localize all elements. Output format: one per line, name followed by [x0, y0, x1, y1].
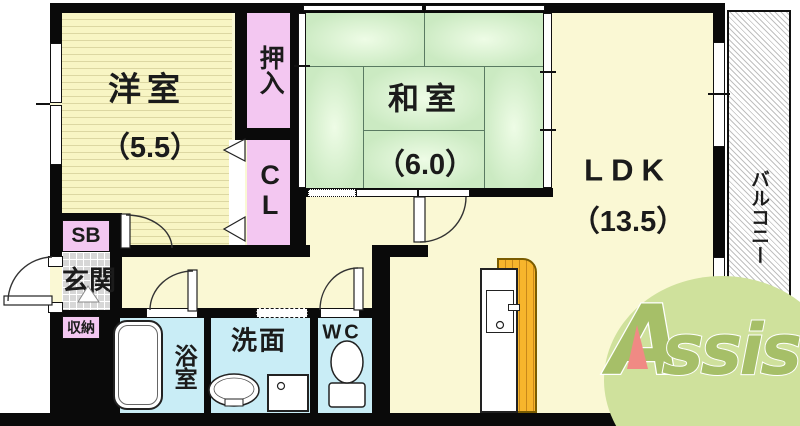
tatami-mat: [364, 67, 484, 130]
wall: [50, 13, 62, 43]
entrance-door-leaf: [3, 295, 53, 306]
tatami-mat: [425, 13, 543, 66]
wall: [204, 318, 211, 413]
wall: [50, 213, 122, 220]
western-room-area: （5.5）: [100, 131, 200, 164]
oshiire-label: 押入: [256, 45, 285, 95]
storage-box: [62, 316, 100, 339]
shoe-box: [62, 220, 110, 252]
entrance-label: 玄関: [62, 265, 116, 296]
wall: [117, 245, 310, 257]
window-tick: [36, 103, 50, 105]
sliding-panel: [356, 189, 418, 197]
tatami-mat: [306, 67, 363, 188]
wall: [0, 413, 800, 426]
window: [50, 105, 62, 165]
wc-label: WC: [322, 321, 362, 344]
window: [425, 5, 545, 11]
washroom-label: 洗面: [230, 325, 288, 356]
bathtub-inner: [118, 325, 158, 405]
wall: [235, 13, 247, 140]
wall: [247, 128, 292, 140]
door-opening: [146, 308, 198, 318]
wall: [50, 165, 62, 257]
window: [303, 5, 423, 11]
cl-closet: [247, 140, 292, 245]
wall: [290, 3, 298, 188]
sliding-door: [298, 13, 306, 188]
window-tick: [708, 305, 730, 307]
door-opening: [418, 189, 470, 197]
japanese-room-floor: [306, 13, 543, 188]
tatami-mat: [306, 13, 424, 66]
sliding-door-tick: [540, 129, 556, 131]
sliding-door: [543, 13, 552, 188]
door-threshold: [48, 256, 63, 267]
oshiire-closet: [247, 13, 292, 128]
window-tick: [708, 93, 730, 95]
wall: [372, 245, 390, 413]
bathroom-label: 浴室: [171, 344, 198, 390]
wall: [310, 318, 318, 413]
sliding-door-opening: [256, 308, 308, 318]
tatami-mat: [364, 131, 484, 188]
wall: [290, 188, 306, 257]
sliding-door-tick: [540, 71, 556, 73]
japanese-room-label: 和室: [388, 81, 462, 117]
japanese-room-area: （6.0）: [375, 148, 475, 181]
entrance-door-swing: [7, 256, 53, 302]
western-room-floor: [62, 13, 232, 245]
wall: [390, 245, 428, 257]
sliding-door-tick: [294, 65, 310, 67]
storage-label: 収納: [67, 319, 95, 336]
western-room-label: 洋室: [108, 70, 186, 108]
window: [50, 43, 62, 103]
closet-door-slot: [229, 140, 245, 245]
cl-label: CL: [255, 160, 286, 220]
wall: [110, 308, 390, 318]
door-threshold: [48, 302, 63, 313]
wall: [110, 213, 122, 310]
washer-pan: [267, 374, 309, 412]
tatami-mat: [485, 67, 543, 188]
kitchen-unit-handle: [508, 304, 520, 311]
balcony-label: バルコニー: [747, 169, 769, 265]
ldk-area: （13.5）: [570, 205, 686, 238]
kitchen-unit-door: [486, 290, 514, 333]
shoe-box-label: SB: [71, 223, 101, 247]
ldk-label: LDK: [584, 152, 672, 188]
sliding-panel: [308, 189, 356, 197]
door-opening: [320, 308, 360, 318]
